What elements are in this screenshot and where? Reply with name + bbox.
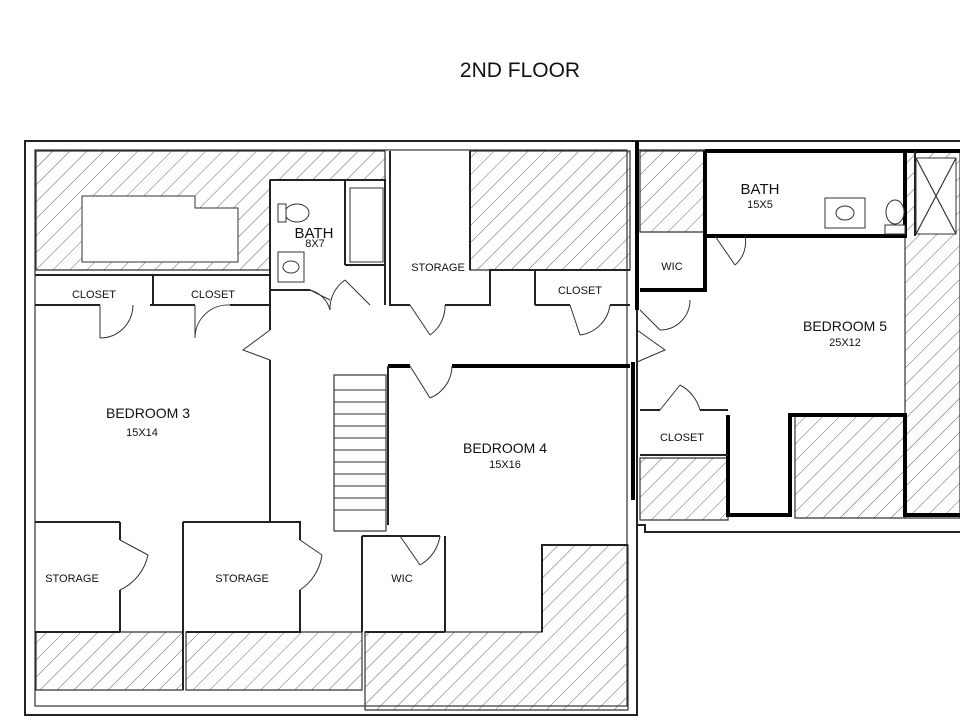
bath-small-dims: 8X7 xyxy=(305,238,325,250)
door-storage-mid xyxy=(299,539,323,591)
attic-area-right-notch xyxy=(794,414,906,519)
attic-area-bottom-3 xyxy=(364,544,629,711)
wic-upper-label: WIC xyxy=(661,261,682,273)
door-closet-b xyxy=(194,304,231,339)
door-closet-d xyxy=(659,384,701,411)
bedroom4-name: BEDROOM 4 xyxy=(463,440,547,456)
closet-c-label: CLOSET xyxy=(558,285,602,297)
door-wic-upper xyxy=(639,299,691,331)
attic-area-bottom-1 xyxy=(35,631,184,691)
toilet-small xyxy=(284,203,310,223)
door-storage-left xyxy=(119,539,149,591)
room-labels: BATH 8X7 BATH 15X5 CLOSET CLOSET STORAGE… xyxy=(45,181,887,585)
attic-opening xyxy=(81,195,239,263)
wic-lower-label: WIC xyxy=(391,573,412,585)
attic-area-right-lower xyxy=(639,457,729,521)
bedroom3-name: BEDROOM 3 xyxy=(106,405,190,421)
door-hall-left xyxy=(241,329,271,361)
bedroom5-name: BEDROOM 5 xyxy=(803,318,887,334)
attic-area-top-right xyxy=(469,150,631,271)
door-wic-lower xyxy=(399,535,441,566)
bath-large-name: BATH xyxy=(741,181,780,198)
storage-mid-label: STORAGE xyxy=(215,573,269,585)
door-bath-small xyxy=(309,289,331,311)
door-storage xyxy=(409,304,446,336)
attic-area-far-top xyxy=(639,150,706,233)
attic-hatch-areas xyxy=(35,150,960,711)
interior-walls xyxy=(35,141,960,690)
door-bedroom4 xyxy=(409,365,453,399)
closet-d-label: CLOSET xyxy=(660,432,704,444)
door-closet-a xyxy=(99,304,134,339)
door-bath-large xyxy=(714,235,747,266)
exterior-walls xyxy=(24,140,960,716)
bedroom5-dims: 25X12 xyxy=(829,337,861,349)
bath-large-dims: 15X5 xyxy=(747,199,773,211)
closet-a-label: CLOSET xyxy=(72,289,116,301)
bath-small-name: BATH xyxy=(295,225,334,242)
attic-area-bottom-2 xyxy=(185,631,363,691)
door-swings xyxy=(99,235,747,591)
toilet-large xyxy=(885,199,905,225)
plan-title: 2ND FLOOR xyxy=(460,59,580,82)
closet-b-label: CLOSET xyxy=(191,289,235,301)
door-closet-c xyxy=(569,304,611,336)
bedroom4-dims: 15X16 xyxy=(489,459,521,471)
storage-left-label: STORAGE xyxy=(45,573,99,585)
bedroom3-dims: 15X14 xyxy=(126,427,158,439)
staircase xyxy=(334,389,386,511)
storage-center-label: STORAGE xyxy=(411,262,465,274)
door-bath-tub-side xyxy=(329,279,371,311)
door-hall-right xyxy=(636,329,667,363)
bath-fixtures xyxy=(277,157,957,283)
